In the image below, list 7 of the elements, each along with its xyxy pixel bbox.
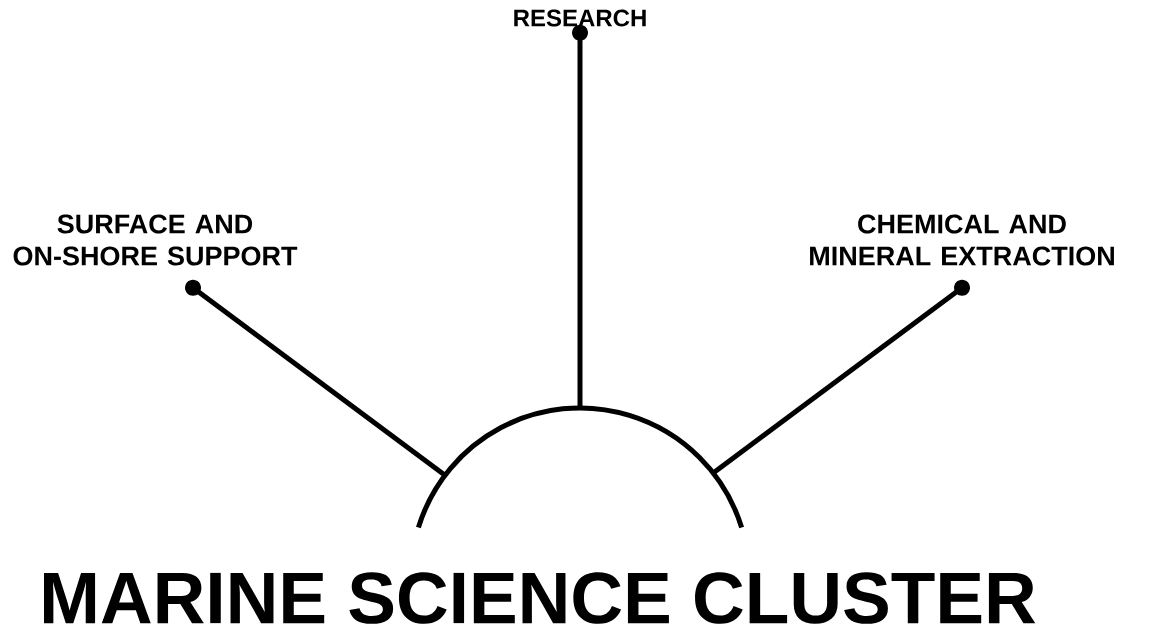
label-text: RESEARCH (514, 9, 646, 27)
connector-line (711, 279, 970, 475)
connector-line (572, 24, 588, 408)
label-text: SURFACE AND ON-SHORE SUPPORT (13, 214, 298, 266)
arc-node: MARINE SCIENCE CLUSTER (44, 405, 1036, 624)
connector-line (185, 279, 447, 478)
label-text: CHEMICAL AND MINERAL EXTRACTION (810, 214, 1114, 266)
